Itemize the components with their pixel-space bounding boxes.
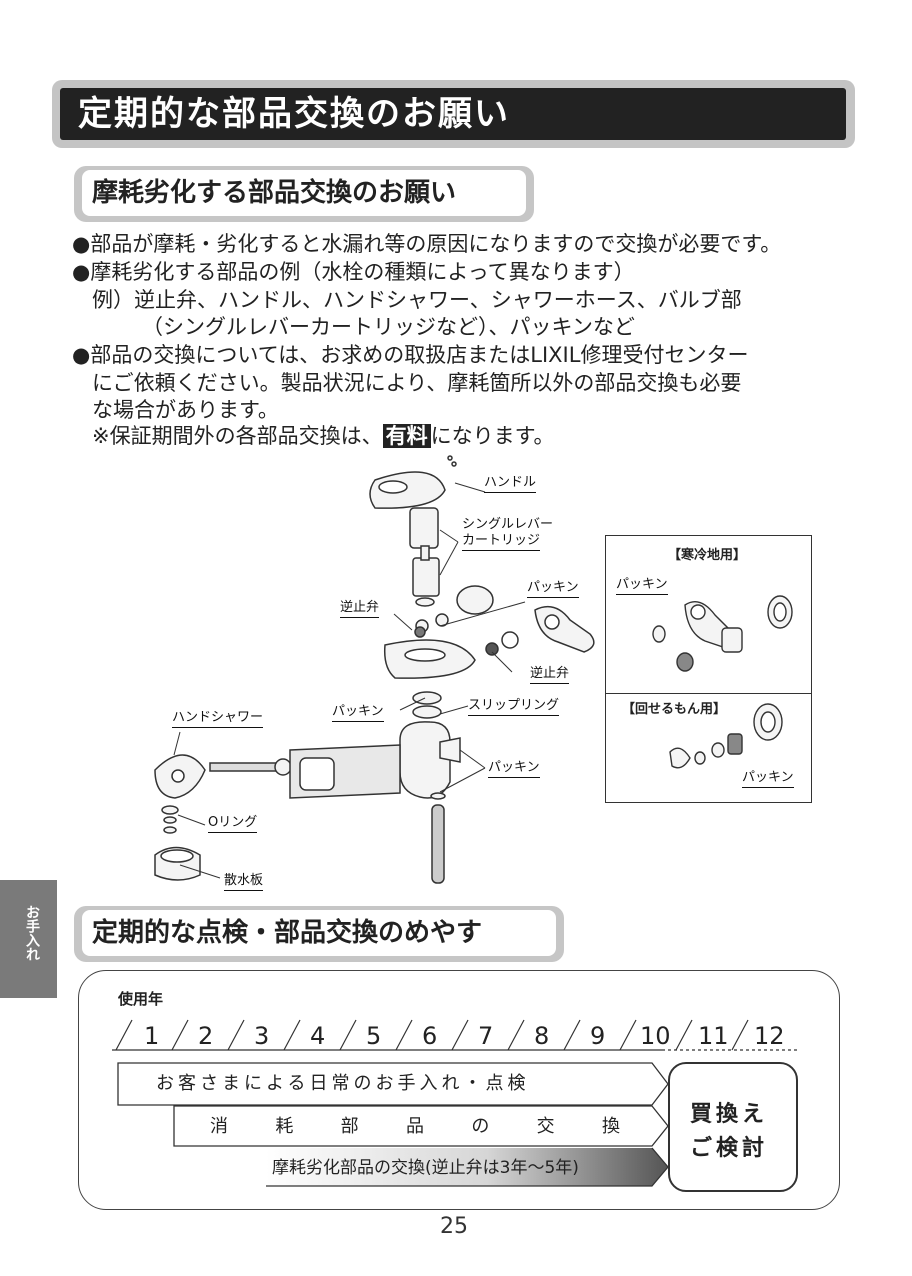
label-packing-bottom: パッキン xyxy=(488,760,540,778)
year-8: 8 xyxy=(534,1022,550,1050)
cartridge-body xyxy=(412,557,440,597)
body-line-4: （シングルレバーカートリッジなど）、パッキンなど xyxy=(142,315,635,339)
section2-heading: 定期的な点検・部品交換のめやす xyxy=(92,918,483,948)
page-number: 25 xyxy=(440,1214,468,1239)
body-line-6: にご依頼ください。製品状況により、摩耗箇所以外の部品交換も必要 xyxy=(92,371,742,395)
consumable-arrow xyxy=(173,1105,669,1147)
replacement-line-2: ご検討 xyxy=(690,1136,769,1161)
years-label: 使用年 xyxy=(118,990,164,1008)
label-handle: ハンドル xyxy=(484,475,537,493)
year-1: 1 xyxy=(144,1022,160,1050)
year-11: 11 xyxy=(698,1022,729,1050)
body-line-2: ●摩耗劣化する部品の例（水栓の種類によって異なります） xyxy=(72,260,635,284)
warranty-note-suffix: になります。 xyxy=(430,424,555,448)
replacement-box xyxy=(668,1062,798,1192)
side-tab-label: お手入れ xyxy=(24,905,40,961)
consumable-char: 消 xyxy=(210,1116,228,1137)
year-scale xyxy=(112,1019,800,1051)
year-6: 6 xyxy=(422,1022,438,1050)
label-spray-plate: 散水板 xyxy=(224,873,264,891)
consumable-char: 品 xyxy=(405,1116,424,1137)
inset-rotatable-title: 【回せるもん用】 xyxy=(622,702,727,717)
cartridge-top xyxy=(409,507,439,549)
wear-parts-text: 摩耗劣化部品の交換(逆止弁は3年〜5年) xyxy=(272,1158,579,1178)
warranty-note: ※保証期間外の各部品交換は、有料になります。 xyxy=(92,422,555,450)
section1-heading-box xyxy=(82,170,526,216)
section2-heading-box xyxy=(82,910,556,956)
consumable-char: 部 xyxy=(340,1116,359,1137)
timeline-box xyxy=(78,970,840,1210)
year-2: 2 xyxy=(198,1022,214,1050)
inset-cold-title: 【寒冷地用】 xyxy=(668,548,747,563)
daily-care-text: お客さまによる日常のお手入れ・点検 xyxy=(156,1073,530,1094)
warranty-note-prefix: ※保証期間外の各部品交換は、 xyxy=(92,424,383,448)
year-12: 12 xyxy=(754,1022,785,1050)
page-title-bar xyxy=(60,88,846,140)
year-10: 10 xyxy=(640,1022,671,1050)
replacement-line-1: 買換え xyxy=(690,1102,769,1127)
label-slip-ring: スリップリング xyxy=(468,698,560,716)
inset-rotatable-drawing xyxy=(669,703,783,769)
page-title: 定期的な部品交換のお願い xyxy=(78,94,510,134)
year-7: 7 xyxy=(478,1022,494,1050)
supply-hose xyxy=(431,804,445,884)
year-4: 4 xyxy=(310,1022,326,1050)
daily-care-arrow xyxy=(117,1062,669,1106)
consumable-char: 耗 xyxy=(275,1116,294,1137)
faucet-parts-diagram xyxy=(154,455,595,884)
consumable-char: 交 xyxy=(536,1116,555,1137)
consumable-char: の xyxy=(471,1116,490,1137)
side-tab[interactable] xyxy=(0,880,57,998)
label-o-ring: Oリング xyxy=(208,815,258,833)
label-hand-shower: ハンドシャワー xyxy=(172,710,264,728)
inset-rotatable-label: パッキン xyxy=(742,770,794,788)
label-check-valve-left: 逆止弁 xyxy=(340,600,380,618)
label-packing-top: パッキン xyxy=(527,580,579,598)
body-line-7: な場合があります。 xyxy=(92,398,279,422)
section1-heading: 摩耗劣化する部品交換のお願い xyxy=(92,178,457,208)
year-5: 5 xyxy=(366,1022,382,1050)
year-9: 9 xyxy=(590,1022,606,1050)
body-line-5: ●部品の交換については、お求めの取扱店またはLIXIL修理受付センター xyxy=(72,343,749,367)
label-cartridge-2: カートリッジ xyxy=(462,533,541,551)
inset-cold-drawing xyxy=(652,595,793,672)
body-line-1: ●部品が摩耗・劣化すると水漏れ等の原因になりますので交換が必要です。 xyxy=(72,232,782,256)
label-check-valve-right: 逆止弁 xyxy=(530,666,570,684)
year-3: 3 xyxy=(254,1022,270,1050)
timeline-arrows xyxy=(117,1062,669,1187)
label-cartridge-1: シングルレバー xyxy=(462,517,554,532)
paid-badge: 有料 xyxy=(382,424,431,448)
wear-parts-arrow xyxy=(266,1148,668,1186)
consumable-text: 消 耗 部 品 の 交 換 xyxy=(210,1116,620,1138)
inset-cold-label: パッキン xyxy=(616,577,668,595)
label-packing-mid: パッキン xyxy=(332,704,384,722)
body-line-3: 例）逆止弁、ハンドル、ハンドシャワー、シャワーホース、バルブ部 xyxy=(92,288,742,312)
consumable-char: 換 xyxy=(601,1116,620,1137)
